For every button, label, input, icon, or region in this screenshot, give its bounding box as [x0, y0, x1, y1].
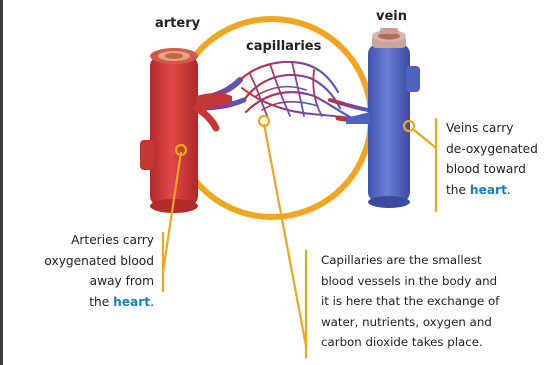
artery-vessel	[140, 48, 232, 213]
capillaries-line-3: it is here that the exchange of	[321, 291, 545, 312]
artery-label: artery	[155, 16, 200, 31]
vein-vessel	[346, 28, 420, 208]
capillaries-label: capillaries	[246, 39, 321, 54]
veins-description: Veins carry de-oxygenated blood toward t…	[446, 118, 546, 200]
arteries-line-4-prefix: the	[89, 295, 113, 309]
veins-line-4: the heart.	[446, 180, 546, 201]
veins-line-3: blood toward	[446, 159, 546, 180]
arteries-line-1: Arteries carry	[12, 230, 154, 251]
arteries-heart-keyword: heart	[113, 295, 150, 309]
veins-line-1: Veins carry	[446, 118, 546, 139]
arteries-line-3: away from	[12, 271, 154, 292]
capillaries-line-1: Capillaries are the smallest	[321, 250, 545, 271]
capillaries-description: Capillaries are the smallest blood vesse…	[321, 250, 545, 353]
arteries-description: Arteries carry oxygenated blood away fro…	[12, 230, 154, 312]
capillaries-line-5: carbon dioxide takes place.	[321, 332, 545, 353]
veins-heart-keyword: heart	[470, 183, 507, 197]
arteries-line-4-suffix: .	[150, 295, 154, 309]
veins-line-2: de-oxygenated	[446, 139, 546, 160]
veins-line-4-suffix: .	[507, 183, 511, 197]
veins-line-4-prefix: the	[446, 183, 470, 197]
arteries-line-4: the heart.	[12, 292, 154, 313]
capillaries-line-2: blood vessels in the body and	[321, 271, 545, 292]
capillary-bed	[196, 62, 368, 120]
vein-label: vein	[376, 9, 407, 24]
capillaries-line-4: water, nutrients, oxygen and	[321, 312, 545, 333]
arteries-line-2: oxygenated blood	[12, 251, 154, 272]
